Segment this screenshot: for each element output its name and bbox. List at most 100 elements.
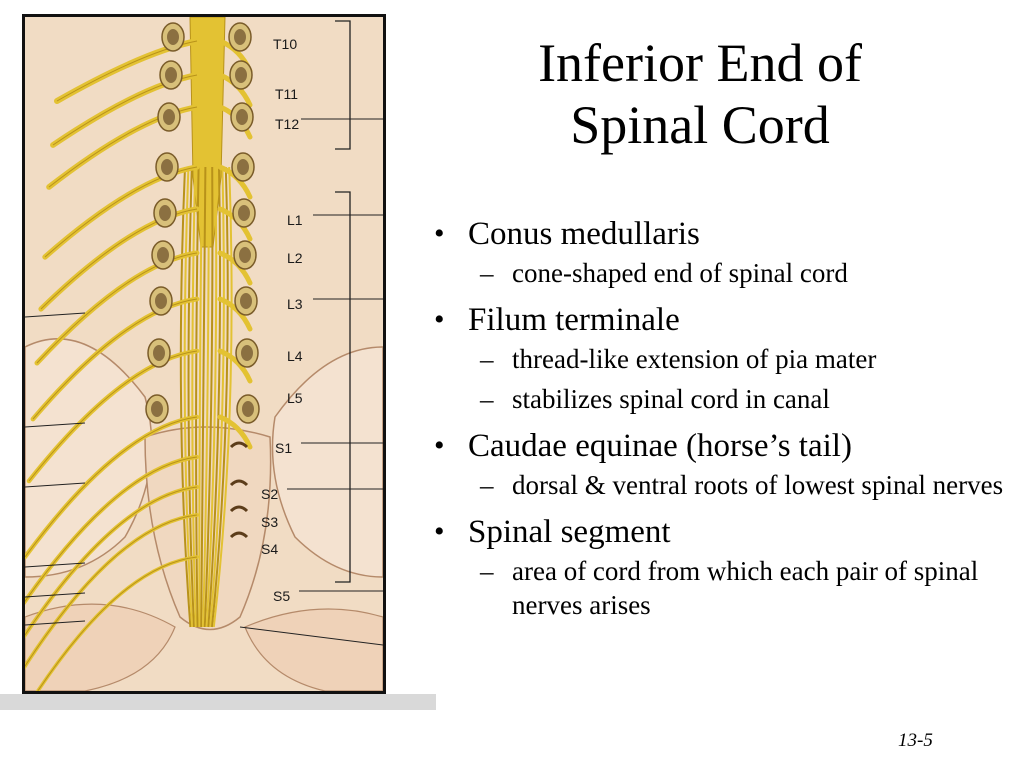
sacral-foramen <box>229 531 249 539</box>
foramen-core <box>240 293 252 309</box>
segment-label-t10: T10 <box>273 36 297 52</box>
cauda-strand <box>191 166 197 628</box>
sub-bullet-text: dorsal & ventral roots of lowest spinal … <box>512 470 1004 500</box>
slide-number: 13-5 <box>898 730 933 751</box>
title-line-1: Inferior End of <box>538 33 862 93</box>
cauda-strand <box>212 166 233 628</box>
cauda-strand <box>202 166 210 628</box>
cauda-strand <box>205 166 218 628</box>
slide-title: Inferior End of Spinal Cord <box>440 32 960 156</box>
cauda-strand <box>195 166 200 628</box>
bullet-item: • Conus medullaris –cone-shaped end of sp… <box>430 212 1020 290</box>
left-leader-line <box>25 482 86 488</box>
foramen-core <box>163 109 175 125</box>
title-line-2: Spinal Cord <box>570 95 830 155</box>
nerve-root-left-outline <box>25 456 198 603</box>
bullet-text: Conus medullaris <box>468 216 700 252</box>
cauda-strand <box>200 166 207 628</box>
cauda-strand <box>203 166 214 628</box>
sacral-foramen <box>229 479 249 487</box>
foramen-core <box>237 159 249 175</box>
cauda-strand <box>187 166 195 628</box>
nerve-root-left-outline <box>52 74 198 146</box>
segment-label-l1: L1 <box>287 212 303 228</box>
left-leader-line <box>25 562 86 568</box>
nerve-root-left-outline <box>48 106 198 188</box>
bullet-text: Spinal segment <box>468 514 671 550</box>
segment-label-l4: L4 <box>287 348 303 364</box>
segment-label-s5: S5 <box>273 588 290 604</box>
left-leader-line <box>25 620 86 626</box>
foramen-core <box>239 247 251 263</box>
cauda-strand <box>198 166 203 628</box>
sub-bullet-item: –cone-shaped end of spinal cord <box>480 258 848 288</box>
bullet-dot: • <box>434 515 445 548</box>
nerve-root-left-outline <box>36 252 198 364</box>
bullet-list: • Conus medullaris –cone-shaped end of sp… <box>430 212 1020 630</box>
left-leader-line <box>25 312 86 318</box>
nerve-root-right <box>217 348 253 384</box>
foramen-core <box>167 29 179 45</box>
sub-bullet-text: thread-like extension of pia mater <box>512 344 877 374</box>
bottom-decor-bar <box>0 694 436 710</box>
foramen-core <box>241 345 253 361</box>
foramen-core <box>155 293 167 309</box>
nerve-root-left-outline <box>32 298 198 420</box>
foramen-core <box>161 159 173 175</box>
segment-label-s2: S2 <box>261 486 278 502</box>
leader-lines <box>25 118 383 646</box>
pelvis-floor-right <box>244 608 383 691</box>
bracket-thoracic <box>335 20 351 150</box>
foramen-core <box>151 401 163 417</box>
vertebrae-group <box>145 22 260 539</box>
segment-label-t12: T12 <box>275 116 299 132</box>
nerve-root-left-outline <box>44 166 198 258</box>
bullet-item: •Spinal segment –area of cord from which… <box>430 510 1020 622</box>
left-leader-line <box>25 422 86 428</box>
foramen-core <box>236 109 248 125</box>
sub-bullet-item: –dorsal & ventral roots of lowest spinal… <box>480 470 1004 500</box>
cauda-strand <box>183 166 194 628</box>
left-leader-line <box>25 592 86 598</box>
foramen-core <box>159 205 171 221</box>
segment-label-s4: S4 <box>261 541 278 557</box>
segment-label-s1: S1 <box>275 440 292 456</box>
cauda-strand <box>207 166 222 628</box>
sub-bullet-text: area of cord from which each pair of spi… <box>512 556 979 620</box>
segment-label-s3: S3 <box>261 514 278 530</box>
bullet-text: Caudae equinae (horse’s tail) <box>468 428 852 464</box>
cauda-strand <box>209 166 225 628</box>
sub-bullet-item: –thread-like extension of pia mater <box>480 344 877 374</box>
foramen-core <box>234 29 246 45</box>
nerve-root-left-outline <box>28 350 198 482</box>
cauda-strand <box>179 166 192 628</box>
bracket-lumbar <box>335 191 351 583</box>
segment-label-l3: L3 <box>287 296 303 312</box>
nerve-root-left-outline <box>25 514 198 667</box>
nerve-root-left-outline <box>25 486 198 636</box>
bullet-dot: • <box>434 217 445 250</box>
cauda-strand <box>211 166 229 628</box>
nerve-root-left-outline <box>25 416 198 558</box>
nerve-root-left-outline <box>56 40 198 102</box>
segment-label-l2: L2 <box>287 250 303 266</box>
foramen-core <box>153 345 165 361</box>
bullet-dot: • <box>434 429 445 462</box>
pelvis-floor-left <box>25 603 176 691</box>
nerve-root-left-outline <box>37 556 198 691</box>
sub-bullet-text: cone-shaped end of spinal cord <box>512 258 848 288</box>
pelvis-right <box>271 346 383 578</box>
bullet-item: • Caudae equinae (horse’s tail) –dorsal &… <box>430 424 1020 502</box>
foramen-core <box>242 401 254 417</box>
nerve-root-left-outline <box>40 208 198 310</box>
bullet-item: •Filum terminale –thread-like extension … <box>430 298 1020 416</box>
sacral-foramen <box>229 441 249 449</box>
nerve-root-right <box>217 414 253 450</box>
sacral-foramen <box>229 505 249 513</box>
foramen-core <box>165 67 177 83</box>
filum-leader-line <box>239 626 383 646</box>
segment-label-l5: L5 <box>287 390 303 406</box>
sub-bullet-item: –stabilizes spinal cord in canal <box>480 384 830 414</box>
